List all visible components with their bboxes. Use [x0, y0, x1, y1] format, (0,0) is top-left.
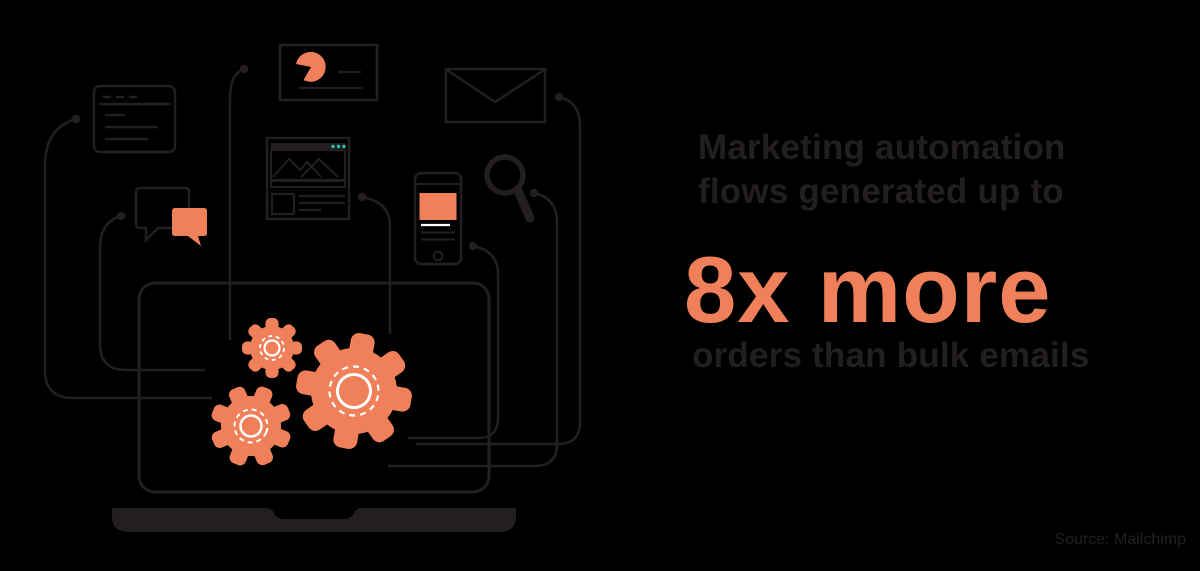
gear-small [242, 318, 302, 378]
laptop-screen [139, 283, 489, 492]
smartphone-icon [415, 173, 461, 264]
headline-line-2: flows generated up to [698, 172, 1064, 211]
gears-icon [211, 318, 412, 466]
stat-highlight: 8x more [684, 237, 1052, 342]
flow-line-dots [71, 64, 564, 251]
headline-line-1: Marketing automation [698, 128, 1066, 167]
source-attribution: Source: Mailchimp [1054, 531, 1186, 548]
magnifying-glass-icon [487, 157, 530, 218]
pie-slice [296, 51, 326, 82]
flow-line-browser [45, 119, 212, 398]
flow-line-pie [230, 69, 244, 340]
flow-line-chat [100, 216, 205, 370]
image-post-card-icon [267, 138, 349, 219]
mountains [301, 159, 338, 177]
gear-large [296, 333, 412, 449]
browser-dot [342, 144, 346, 149]
phone-home-button [434, 252, 443, 261]
laptop-base [112, 508, 516, 532]
browser-dot [336, 144, 341, 149]
flow-line-post [362, 197, 390, 334]
gear-medium [211, 386, 291, 466]
phone-screen-banner [419, 193, 457, 220]
mountains [273, 159, 321, 177]
flow-line-magnifier [388, 193, 557, 466]
browser-window-icon [94, 86, 175, 152]
envelope-icon [446, 69, 545, 122]
flow-line-envelope [416, 97, 580, 444]
browser-dot [331, 144, 335, 149]
subline: orders than bulk emails [692, 336, 1090, 375]
chat-bubbles-icon [136, 188, 207, 246]
marketing-automation-illustration [0, 0, 660, 532]
pie-chart-card-icon [280, 45, 377, 100]
flow-line-phone [408, 246, 498, 438]
